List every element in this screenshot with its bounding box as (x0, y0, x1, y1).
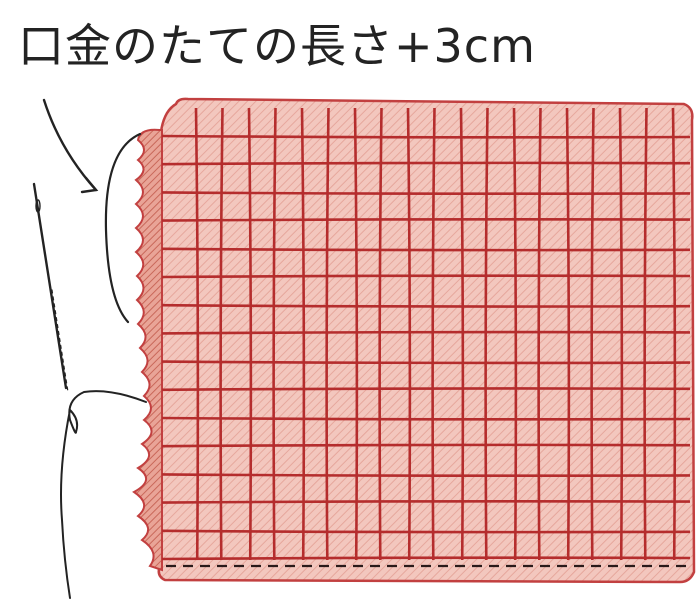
grid-vertical-line (325, 107, 330, 561)
fabric-panel (157, 97, 696, 584)
grid-vertical-line (353, 107, 359, 561)
grid-vertical-line (484, 107, 489, 561)
grid-horizontal-line (161, 134, 691, 139)
grid-horizontal-line (161, 161, 691, 166)
grid-horizontal-line (161, 499, 691, 504)
grid-horizontal-line (161, 217, 691, 222)
grid-vertical-line (272, 107, 277, 561)
grid-vertical-line (643, 107, 648, 561)
grid-horizontal-line (161, 556, 691, 561)
grid-horizontal-line (161, 330, 691, 335)
grid-vertical-line (431, 107, 436, 561)
grid-vertical-line (300, 107, 306, 561)
grid-vertical-line (565, 107, 571, 561)
gathered-edge (132, 128, 163, 572)
grid-vertical-line (618, 107, 624, 561)
gather-bracket (104, 132, 142, 324)
grid-vertical-line (406, 107, 412, 561)
grid-vertical-line (512, 107, 518, 561)
thread-icon (60, 390, 147, 599)
needle-icon (32, 182, 69, 393)
grid-horizontal-line (161, 443, 691, 448)
grid-vertical-line (537, 107, 542, 561)
grid-vertical-line (378, 107, 383, 561)
grid-horizontal-line (161, 416, 691, 421)
grid-vertical-line (671, 107, 677, 561)
grid-vertical-line (459, 107, 465, 561)
caption-text: 口金のたての長さ+3cm (18, 19, 536, 73)
grid-horizontal-line (161, 274, 691, 279)
grid-vertical-line (590, 107, 595, 561)
curved-arrow-icon (42, 98, 99, 194)
grid-horizontal-line (161, 191, 691, 196)
grid-horizontal-line (161, 360, 691, 365)
grid-horizontal-line (161, 529, 691, 534)
grid-horizontal-line (161, 247, 691, 252)
grid-horizontal-line (161, 473, 691, 478)
grid-horizontal-line (161, 303, 691, 308)
grid-horizontal-line (161, 387, 691, 392)
fabric-grid (161, 107, 691, 561)
